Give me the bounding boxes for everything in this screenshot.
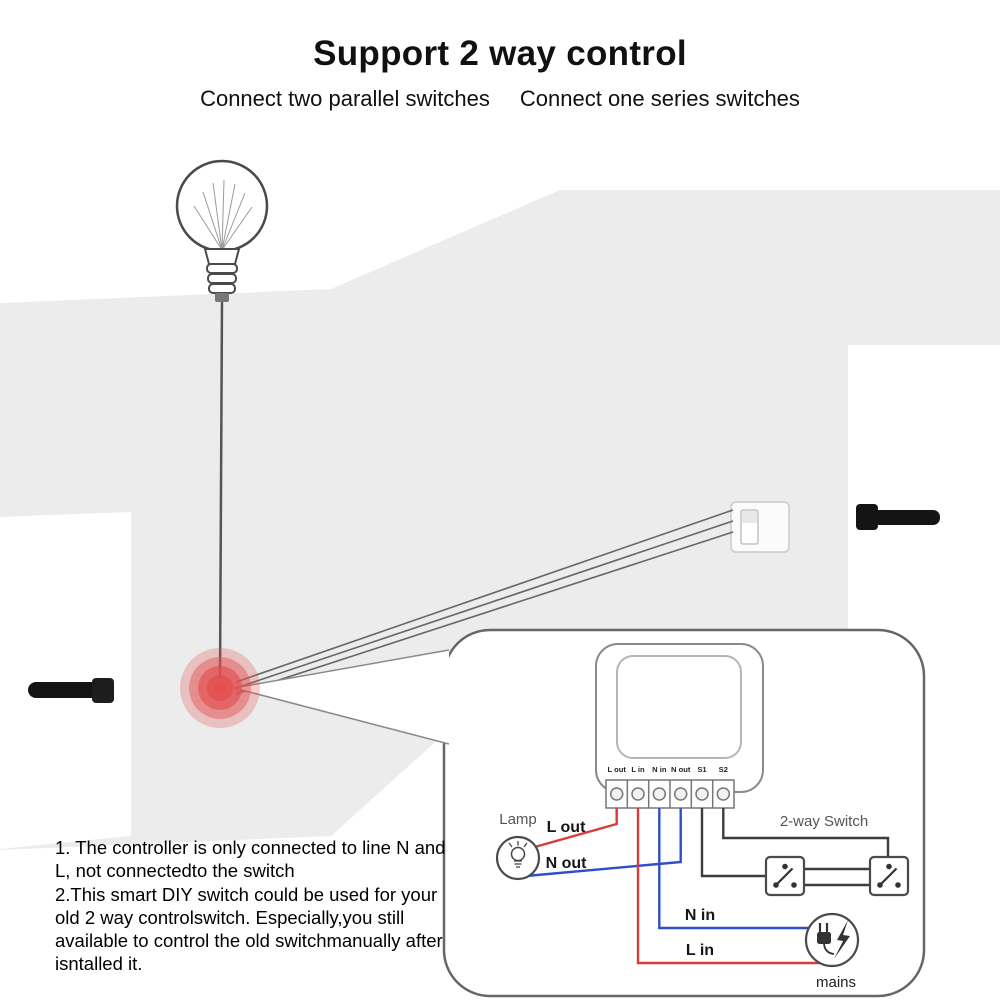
wire-l-out — [523, 808, 618, 852]
lamp-icon — [495, 835, 541, 881]
two-way-switch-icon — [764, 855, 806, 897]
terminal-label-s1: S1 — [697, 765, 707, 774]
terminal-label-n-in: N in — [652, 765, 667, 774]
wall-switch-icon — [730, 501, 790, 553]
mains-label: mains — [816, 974, 856, 991]
mains-plug-icon — [804, 912, 860, 968]
left-door-handle-icon — [28, 678, 114, 703]
n-in-label: N in — [685, 907, 715, 924]
terminal-label-s2: S2 — [719, 765, 728, 774]
page-title: Support 2 way control — [313, 34, 687, 73]
subtitle-right: Connect one series switches — [519, 86, 800, 111]
l-in-label: L in — [686, 942, 714, 959]
terminal-label-l-in: L in — [631, 765, 645, 774]
wire-l-in — [636, 808, 820, 965]
terminal-block — [605, 779, 735, 809]
note-1: 1. The controller is only connected to l… — [55, 837, 446, 882]
wire-n-out — [525, 808, 682, 878]
lamp-label: Lamp — [499, 811, 537, 828]
n-out-label: N out — [546, 855, 588, 872]
wiring-diagram: L out L in N in N out S1 S2 — [495, 643, 910, 991]
glow-indicator — [180, 648, 260, 728]
wire-s2 — [722, 808, 890, 859]
smart-switch-module: L out L in N in N out S1 S2 — [595, 643, 764, 809]
two-way-switch-icon — [868, 855, 910, 897]
zoom-wedge — [233, 649, 450, 745]
zoom-callout — [442, 628, 926, 998]
left-door — [0, 512, 131, 849]
wire-n-in — [658, 808, 810, 930]
terminal-label-l-out: L out — [607, 765, 626, 774]
l-out-label: L out — [547, 819, 586, 836]
right-door-handle-icon — [856, 504, 940, 530]
light-bulb-icon — [175, 159, 269, 681]
note-2: 2.This smart DIY switch could be used fo… — [55, 883, 443, 975]
two-way-switch-label: 2-way Switch — [780, 813, 868, 830]
terminal-label-n-out: N out — [671, 765, 691, 774]
right-door — [848, 345, 1000, 632]
in-wall-wires — [235, 509, 734, 695]
notes: 1. The controller is only connected to l… — [55, 836, 457, 976]
subtitle-left: Connect two parallel switches — [200, 86, 490, 111]
subtitle: Connect two parallel switches Connect on… — [0, 86, 1000, 112]
wire-travelers — [802, 867, 872, 887]
header: Support 2 way control Connect two parall… — [0, 34, 1000, 112]
wire-s1 — [700, 808, 768, 878]
